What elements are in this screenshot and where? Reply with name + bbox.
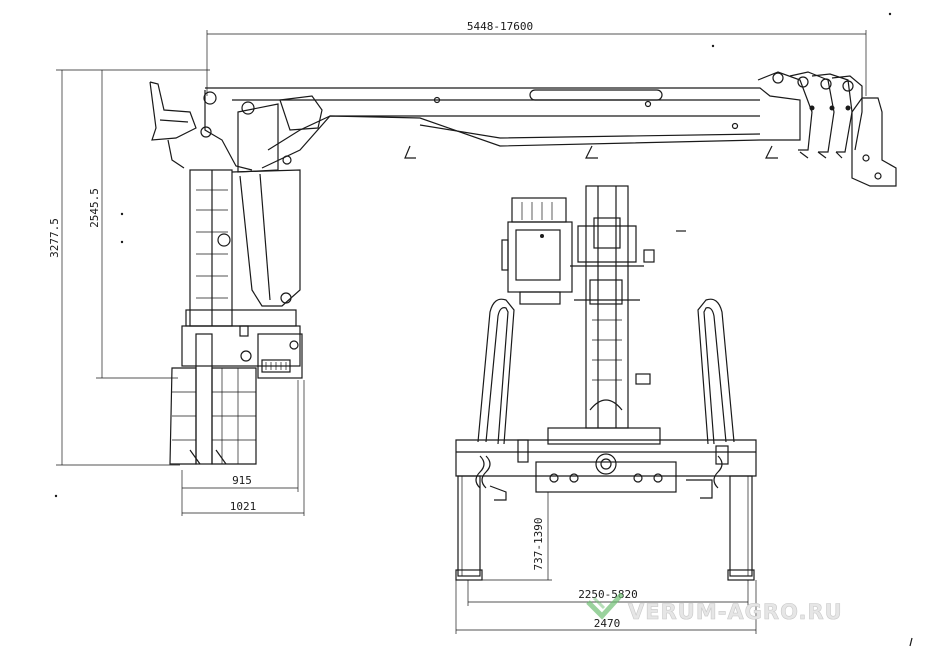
ground-clearance-label: 737-1390 <box>532 518 545 571</box>
boom-reach-label: 5448-17600 <box>467 20 533 33</box>
basket-outer-width-label: 1021 <box>230 500 257 513</box>
dimension-frame-width: 2470 <box>455 580 757 634</box>
watermark-text: VERUM-AGRO.RU <box>628 600 843 624</box>
base-height-label: 2545.5 <box>88 188 101 228</box>
side-mast <box>181 90 331 379</box>
basket-inner-width-label: 915 <box>232 474 252 487</box>
watermark: VERUM-AGRO.RU <box>586 592 843 624</box>
side-boom <box>205 71 897 187</box>
frame-width-label: 2470 <box>594 617 621 630</box>
dimension-ground-clearance: 737-1390 <box>480 491 552 581</box>
dimension-boom-reach: 5448-17600 <box>206 20 867 96</box>
watermark-logo-icon <box>586 592 624 620</box>
dimension-base-height: 2545.5 <box>88 70 178 379</box>
outrigger-span-label: 2250-5820 <box>578 588 638 601</box>
side-seat <box>149 81 197 169</box>
front-base <box>455 427 757 499</box>
side-basket <box>169 333 257 465</box>
front-handrails <box>477 298 735 445</box>
dimension-outrigger-span: 2250-5820 <box>467 580 749 606</box>
front-mast <box>570 185 655 429</box>
front-legs <box>455 475 755 581</box>
dimension-total-height: 3277.5 <box>48 69 210 466</box>
dimension-basket-widths: 915 1021 <box>181 380 305 516</box>
total-height-label: 3277.5 <box>48 218 61 258</box>
front-control-box <box>501 197 573 305</box>
